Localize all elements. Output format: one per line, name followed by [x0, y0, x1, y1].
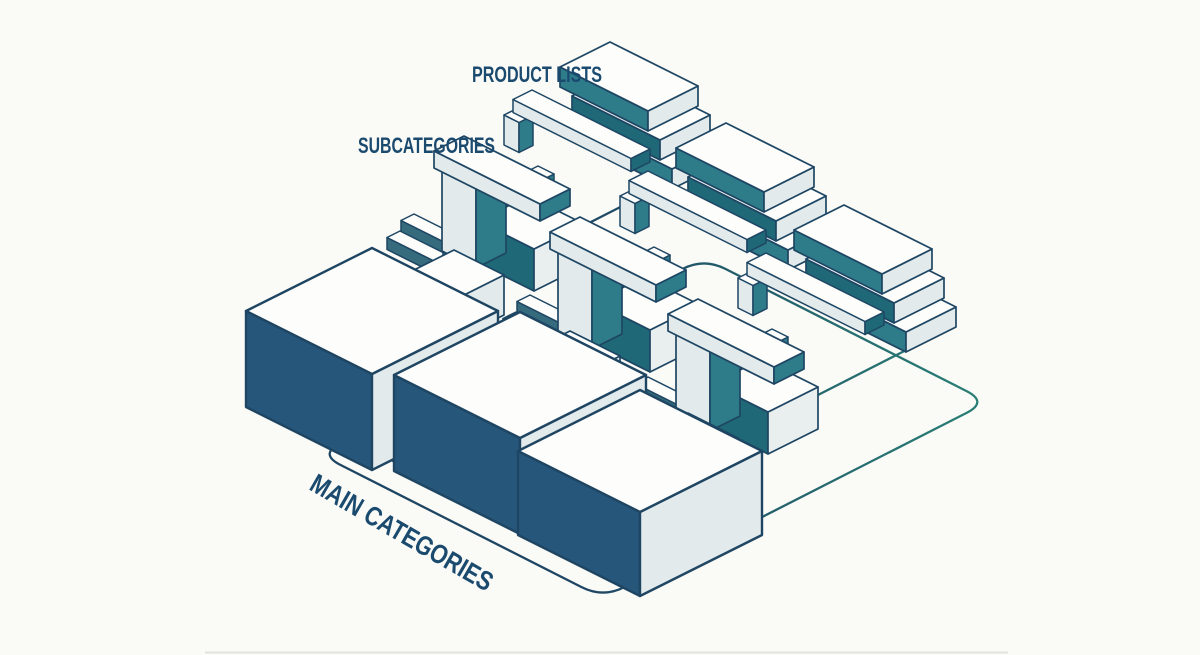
bridge-connector [667, 252, 885, 432]
bridge-connector [549, 170, 767, 350]
main-category-cube-3 [516, 388, 764, 598]
subcategories-label: SUBCATEGORIES [358, 133, 495, 158]
product-lists-label: PRODUCT LISTS [472, 62, 602, 87]
scene-root [244, 41, 979, 598]
bridge-connector [433, 89, 651, 269]
